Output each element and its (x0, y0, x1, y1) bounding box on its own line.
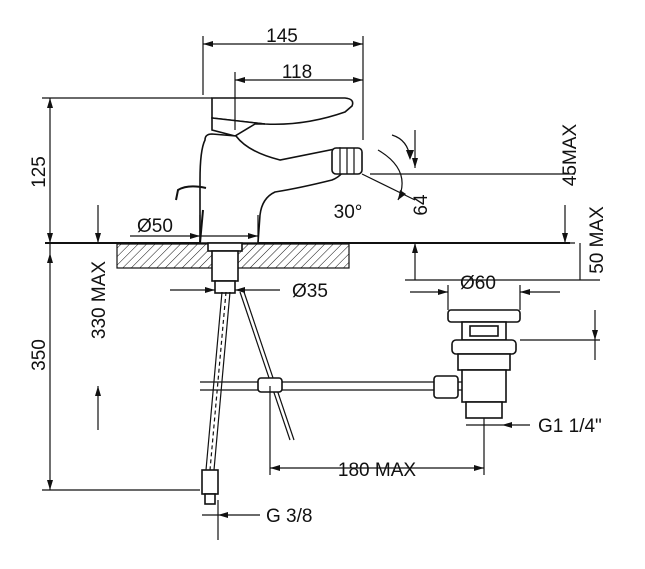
dim-125: 125 (29, 156, 50, 188)
dim-g38: G 3/8 (266, 506, 312, 527)
dim-50max: 50 MAX (587, 206, 608, 274)
countertop (45, 242, 570, 269)
dim-330max: 330 MAX (89, 261, 110, 339)
dimension-labels: 145 118 125 350 330 MAX Ø50 Ø35 30° 64 4… (29, 26, 608, 527)
dim-145: 145 (266, 26, 298, 47)
dim-64: 64 (411, 194, 432, 216)
dim-g114: G1 1/4" (538, 416, 602, 437)
dim-118: 118 (282, 62, 312, 83)
dim-d50: Ø50 (137, 216, 173, 237)
dim-350: 350 (29, 339, 50, 371)
dim-30deg: 30° (334, 202, 363, 223)
supply-hoses (201, 242, 295, 505)
drain-assembly (200, 309, 521, 419)
dim-d60: Ø60 (460, 273, 496, 294)
dimension-lines (42, 36, 600, 540)
dim-180max: 180 MAX (338, 460, 416, 481)
dim-45max: 45MAX (560, 124, 581, 187)
dim-d35: Ø35 (292, 281, 328, 302)
